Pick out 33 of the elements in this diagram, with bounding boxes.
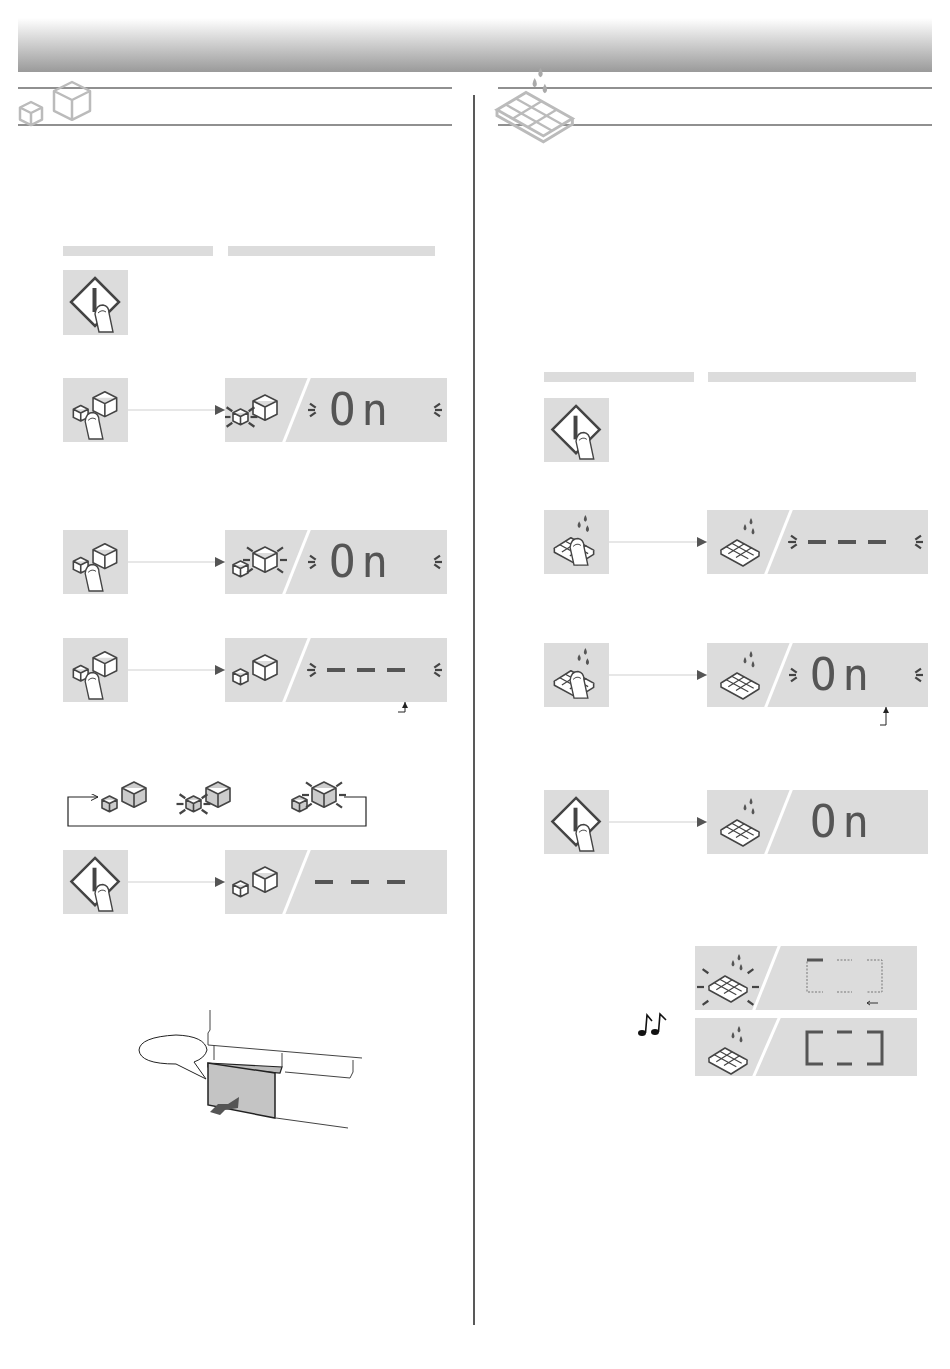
cube-pair-icon (98, 780, 150, 814)
button-tile (63, 378, 128, 442)
button-tile (544, 398, 609, 462)
leader-line (879, 706, 889, 726)
arrow (608, 817, 708, 827)
arrow (127, 877, 226, 887)
arrow (127, 665, 226, 675)
button-tile (63, 270, 128, 335)
display-panel (707, 510, 928, 574)
button-tile (544, 510, 609, 574)
display-panel (707, 790, 928, 854)
cycle-arrow (67, 793, 367, 827)
display-panel (707, 643, 928, 707)
display-panel (225, 638, 447, 702)
display-readout: On (810, 800, 875, 844)
arrow (608, 670, 708, 680)
button-tile (544, 643, 609, 707)
button-tile (63, 850, 128, 914)
display-readout: On (810, 653, 875, 697)
button-tile (544, 790, 609, 854)
arrow (127, 405, 226, 415)
display-readout: On (329, 388, 394, 432)
leader-line (397, 701, 408, 713)
display-panel (225, 530, 447, 594)
display-panel (695, 946, 917, 1010)
display-readout: On (329, 540, 394, 584)
display-panel (225, 378, 447, 442)
button-tile (63, 638, 128, 702)
button-tile (63, 530, 128, 594)
display-panel (225, 850, 447, 914)
arrow (608, 537, 708, 547)
display-panel (695, 1018, 917, 1076)
arrow (127, 557, 226, 567)
